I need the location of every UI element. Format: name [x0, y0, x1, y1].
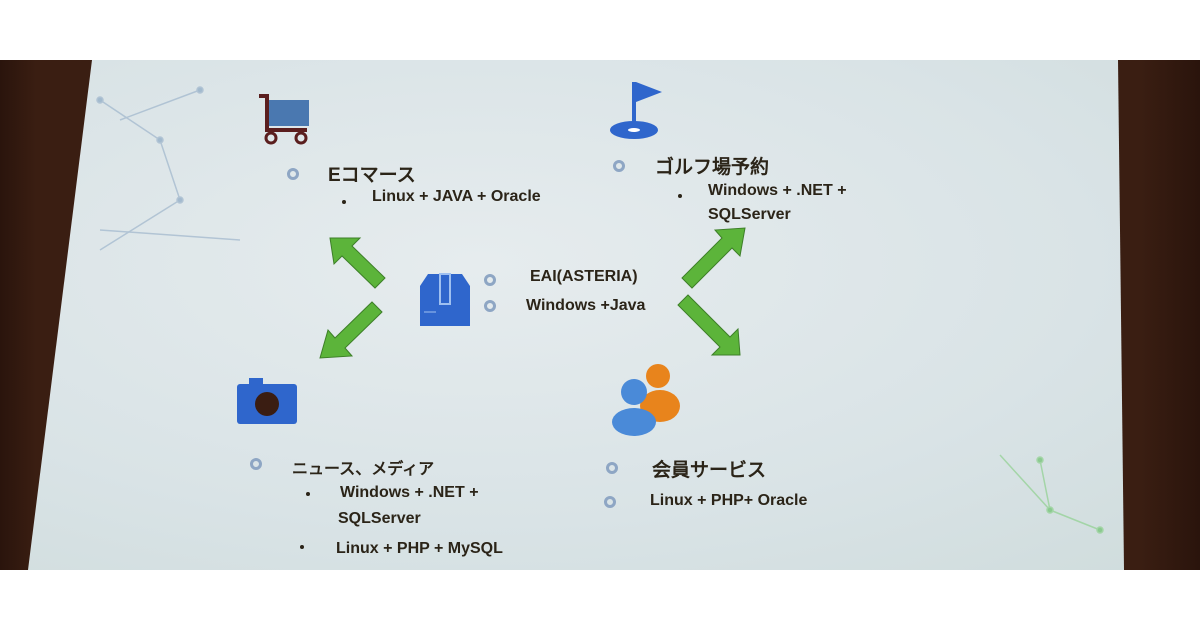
bullet-ring: [484, 300, 496, 312]
bullet-ring: [613, 160, 625, 172]
bullet-dot: [678, 194, 682, 198]
members-title: 会員サービス: [652, 460, 767, 481]
golf-item: SQLServer: [708, 206, 791, 223]
bullet-dot: [300, 545, 304, 549]
arrow-golf: [681, 227, 746, 289]
bullet-ring: [287, 168, 299, 180]
bullet-ring: [484, 274, 496, 286]
ecommerce-item: Linux + JAVA + Oracle: [372, 188, 541, 205]
news-item: Linux + PHP + MySQL: [336, 540, 503, 557]
arrows: [319, 227, 746, 359]
arrow-ecommerce: [329, 237, 386, 289]
news-item: SQLServer: [338, 510, 421, 527]
bullet-dot: [342, 200, 346, 204]
golf-title: ゴルフ場予約: [655, 157, 770, 178]
golf-item: Windows + .NET +: [708, 182, 847, 199]
bullet-ring: [606, 462, 618, 474]
arrow-members: [677, 294, 741, 356]
users-icon: [612, 364, 680, 436]
package-box-icon: [420, 273, 470, 326]
bullet-ring: [604, 496, 616, 508]
arrow-news: [319, 301, 383, 359]
golf-flag-icon: [610, 82, 662, 139]
slide: Eコマース Linux + JAVA + Oracle ゴルフ場予約 Windo…: [28, 60, 1124, 570]
bullet-dot: [306, 492, 310, 496]
members-item: Linux + PHP+ Oracle: [650, 492, 808, 509]
bullet-ring: [250, 458, 262, 470]
shopping-cart-icon: [259, 94, 309, 145]
camera-icon: [237, 378, 297, 424]
network-decoration: [96, 86, 1104, 534]
news-title: ニュース、メディア: [292, 461, 435, 478]
news-item: Windows + .NET +: [340, 484, 479, 501]
eai-title: EAI(ASTERIA): [530, 268, 638, 285]
slide-photo: Eコマース Linux + JAVA + Oracle ゴルフ場予約 Windo…: [0, 60, 1200, 570]
ecommerce-title: Eコマース: [328, 165, 416, 186]
eai-platform: Windows +Java: [526, 297, 646, 314]
